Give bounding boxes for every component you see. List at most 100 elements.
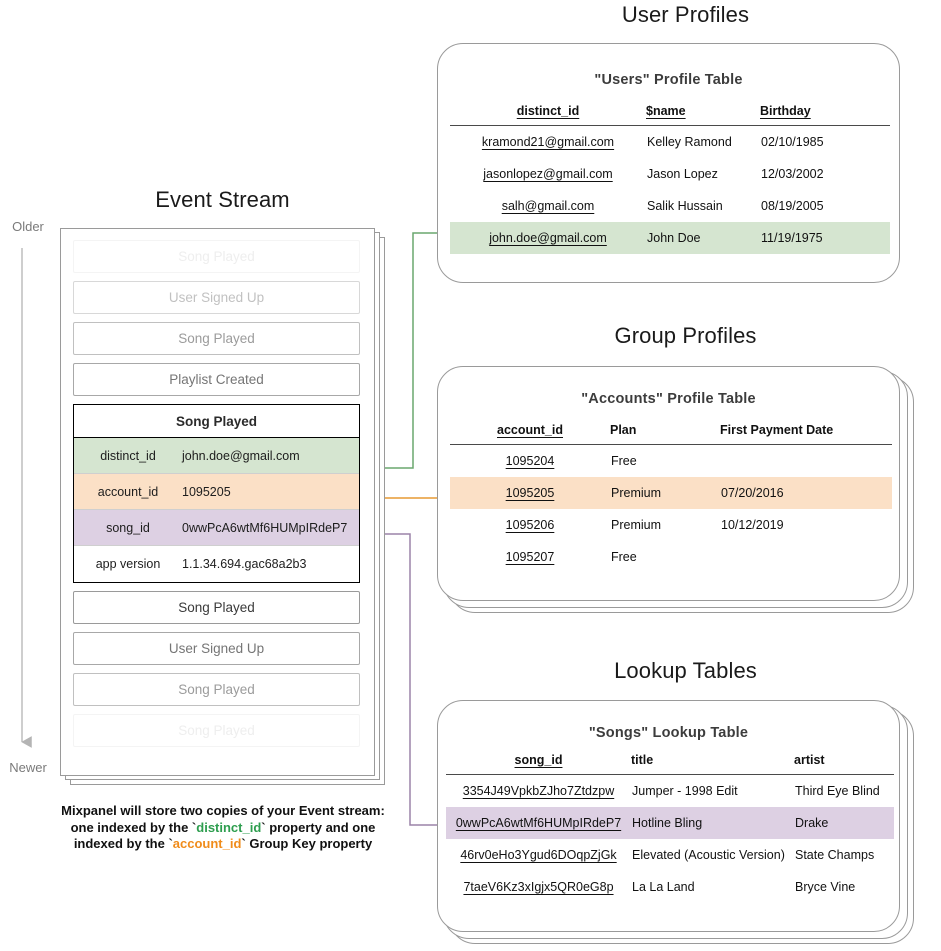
cell-plan: Free	[611, 550, 637, 564]
cell-account-id: 1095204	[505, 454, 555, 468]
event-item[interactable]: User Signed Up	[73, 281, 360, 314]
caption-line-1: Mixpanel will store two copies of your E…	[61, 803, 385, 818]
event-property-row: account_id 1095205	[74, 474, 359, 510]
event-property-value: 0wwPcA6wtMf6HUMpIRdeP7	[182, 520, 348, 535]
caption-line-3-prefix: indexed by the	[73, 836, 169, 851]
event-property-row: song_id 0wwPcA6wtMf6HUMpIRdeP7	[74, 510, 359, 546]
event-stream-panel: Song Played User Signed Up Song Played P…	[60, 228, 385, 785]
caption-line-2: one indexed by the `distinct_id` propert…	[48, 820, 398, 837]
event-stream-caption: Mixpanel will store two copies of your E…	[48, 803, 398, 853]
event-item[interactable]: User Signed Up	[73, 632, 360, 665]
accounts-profile-card: "Accounts" Profile Table account_id Plan…	[437, 366, 915, 614]
section-title-user-profiles: User Profiles	[621, 2, 750, 27]
column-header-title: title	[631, 753, 654, 767]
backtick-open: `	[168, 836, 173, 851]
column-header-song-id: song_id	[514, 753, 563, 767]
cell-first-payment	[720, 541, 892, 573]
event-list: Song Played User Signed Up Song Played P…	[60, 228, 373, 774]
table-row[interactable]: salh@gmail.com Salik Hussain 08/19/2005	[450, 190, 890, 222]
cell-artist: State Champs	[795, 848, 875, 862]
cell-plan: Premium	[610, 477, 720, 509]
expanded-event-card[interactable]: Song Played distinct_id john.doe@gmail.c…	[73, 404, 360, 583]
cell-plan: Premium	[611, 518, 662, 532]
users-table-title: "Users" Profile Table	[594, 72, 743, 88]
table-row-highlighted[interactable]: 0wwPcA6wtMf6HUMpIRdeP7 Hotline Bling Dra…	[446, 807, 894, 839]
table-row[interactable]: 7taeV6Kz3xIgjx5QR0eG8p La La Land Bryce …	[446, 871, 894, 903]
table-row[interactable]: 1095204 Free	[450, 445, 892, 478]
cell-song-id: 0wwPcA6wtMf6HUMpIRdeP7	[446, 807, 631, 839]
caption-line-3-suffix: Group Key property	[245, 836, 373, 851]
cell-name: Kelley Ramond	[647, 135, 732, 149]
event-item[interactable]: Playlist Created	[73, 363, 360, 396]
event-property-key: distinct_id	[100, 448, 156, 463]
cell-title: Elevated (Acoustic Version)	[632, 848, 785, 862]
songs-lookup-card: "Songs" Lookup Table song_id title artis…	[437, 700, 915, 948]
accounts-table: account_id Plan First Payment Date 10952…	[450, 423, 892, 573]
cell-account-id: 1095207	[505, 550, 555, 564]
table-row-highlighted[interactable]: john.doe@gmail.com John Doe 11/19/1975	[450, 222, 890, 254]
cell-song-id: 3354J49VpkbZJho7Ztdzpw	[462, 784, 615, 798]
cell-artist: Bryce Vine	[795, 880, 856, 894]
event-item[interactable]: Song Played	[73, 240, 360, 273]
backtick-close: `	[261, 819, 266, 835]
cell-artist: Drake	[794, 807, 894, 839]
section-title-lookup-tables: Lookup Tables	[614, 658, 757, 683]
cell-distinct-id: kramond21@gmail.com	[481, 135, 615, 149]
cell-song-id: 7taeV6Kz3xIgjx5QR0eG8p	[463, 880, 614, 894]
cell-birthday: 02/10/1985	[761, 135, 824, 149]
cell-birthday: 12/03/2002	[761, 167, 824, 181]
event-property-row: app version 1.1.34.694.gac68a2b3	[74, 546, 359, 582]
table-row[interactable]: 1095207 Free	[450, 541, 892, 573]
table-row[interactable]: 46rv0eHo3Ygud6DOqpZjGk Elevated (Acousti…	[446, 839, 894, 871]
table-row[interactable]: 3354J49VpkbZJho7Ztdzpw Jumper - 1998 Edi…	[446, 775, 894, 808]
cell-distinct-id: john.doe@gmail.com	[450, 222, 646, 254]
caption-token-distinct-id: distinct_id	[196, 819, 262, 835]
section-title-group-profiles: Group Profiles	[614, 323, 757, 348]
column-header-artist: artist	[794, 753, 825, 767]
event-item[interactable]: Song Played	[73, 322, 360, 355]
cell-title: Jumper - 1998 Edit	[632, 784, 738, 798]
event-property-value: 1.1.34.694.gac68a2b3	[182, 557, 307, 571]
cell-birthday: 08/19/2005	[761, 199, 824, 213]
table-row[interactable]: kramond21@gmail.com Kelley Ramond 02/10/…	[450, 126, 890, 159]
column-header-birthday: Birthday	[760, 104, 811, 118]
table-header-row: account_id Plan First Payment Date	[450, 423, 892, 443]
table-row[interactable]: 1095206 Premium 10/12/2019	[450, 509, 892, 541]
users-card-body: "Users" Profile Table distinct_id $name …	[437, 43, 900, 283]
column-header-name: $name	[646, 104, 686, 118]
header-divider	[446, 773, 894, 775]
cell-name: John Doe	[646, 222, 760, 254]
users-table: distinct_id $name Birthday kramond21@gma…	[450, 104, 890, 254]
event-property-key: song_id	[106, 520, 150, 535]
cell-first-payment: 10/12/2019	[721, 518, 784, 532]
accounts-table-title: "Accounts" Profile Table	[581, 391, 756, 407]
header-divider	[450, 443, 892, 445]
table-row-highlighted[interactable]: 1095205 Premium 07/20/2016	[450, 477, 892, 509]
cell-plan: Free	[611, 454, 637, 468]
table-header-row: song_id title artist	[446, 753, 894, 773]
event-item[interactable]: Song Played	[73, 673, 360, 706]
event-property-key: app version	[95, 557, 161, 571]
cell-distinct-id: salh@gmail.com	[501, 199, 595, 213]
cell-title: La La Land	[632, 880, 695, 894]
songs-table: song_id title artist 3354J49VpkbZJho7Ztd…	[446, 753, 894, 903]
column-header-plan: Plan	[610, 423, 637, 437]
songs-table-title: "Songs" Lookup Table	[588, 725, 749, 741]
table-row[interactable]: jasonlopez@gmail.com Jason Lopez 12/03/2…	[450, 158, 890, 190]
caption-token-account-id: account_id	[172, 836, 242, 851]
expanded-event-title: Song Played	[74, 405, 359, 438]
event-property-row: distinct_id john.doe@gmail.com	[74, 438, 359, 474]
event-item[interactable]: Song Played	[73, 714, 360, 747]
section-title-event-stream: Event Stream	[155, 187, 290, 212]
event-item[interactable]: Song Played	[73, 591, 360, 624]
event-property-key: account_id	[97, 484, 159, 499]
header-divider	[450, 124, 890, 126]
cell-first-payment	[720, 445, 892, 478]
event-property-value: 1095205	[182, 484, 231, 499]
cell-title: Hotline Bling	[631, 807, 794, 839]
cell-name: Jason Lopez	[647, 167, 718, 181]
caption-line-3: indexed by the `account_id` Group Key pr…	[48, 836, 398, 853]
cell-artist: Third Eye Blind	[795, 784, 880, 798]
caption-line-2-suffix: property and one	[265, 819, 376, 835]
cell-account-id: 1095206	[505, 518, 555, 532]
